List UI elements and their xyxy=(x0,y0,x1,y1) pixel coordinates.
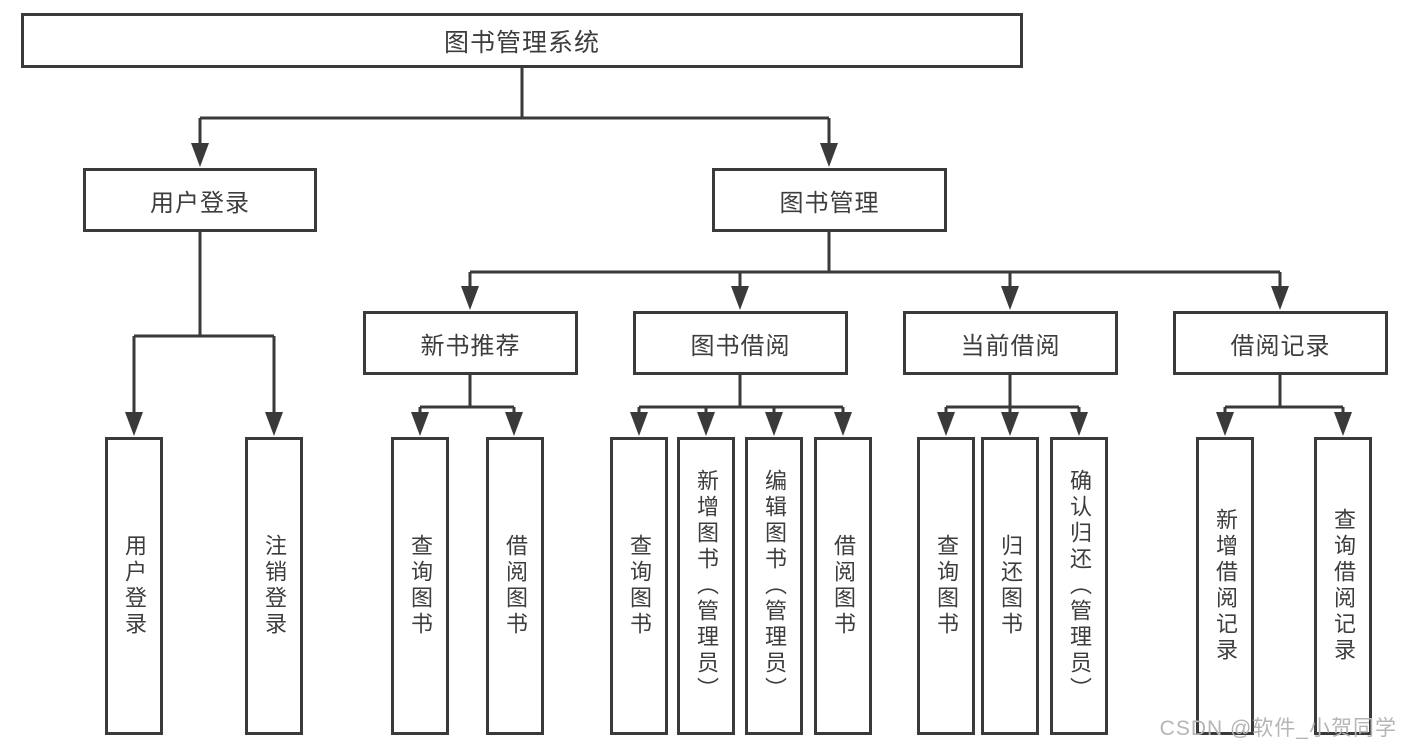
node-user-login-branch: 用户登录 xyxy=(83,168,317,232)
node-label: 图书借阅 xyxy=(690,332,791,360)
leaf-add-books-admin: 新增图书（管理员） xyxy=(677,437,735,735)
leaf-label: 注销登录 xyxy=(262,534,287,638)
csdn-watermark: CSDN @软件_小贺同学 xyxy=(1159,717,1397,740)
leaf-label: 归还图书 xyxy=(998,534,1023,638)
node-root: 图书管理系统 xyxy=(21,13,1023,68)
leaf-user-login: 用户登录 xyxy=(105,437,163,735)
node-book-management-branch: 图书管理 xyxy=(712,168,947,232)
leaf-return-books: 归还图书 xyxy=(981,437,1039,735)
node-current-borrow: 当前借阅 xyxy=(903,311,1118,375)
leaf-label: 用户登录 xyxy=(122,534,147,638)
leaf-query-books-recommend: 查询图书 xyxy=(391,437,449,735)
leaf-label: 查询图书 xyxy=(627,534,652,638)
node-root-label: 图书管理系统 xyxy=(443,28,600,57)
leaf-edit-books-admin: 编辑图书（管理员） xyxy=(745,437,803,735)
leaf-label: 查询图书 xyxy=(934,534,959,638)
node-label: 图书管理 xyxy=(779,189,880,217)
leaf-query-books-current: 查询图书 xyxy=(917,437,975,735)
leaf-query-books-borrow: 查询图书 xyxy=(610,437,668,735)
leaf-add-borrow-record: 新增借阅记录 xyxy=(1196,437,1254,735)
leaf-label: 查询借阅记录 xyxy=(1331,508,1356,664)
leaf-borrow-books-recommend: 借阅图书 xyxy=(486,437,544,735)
node-label: 借阅记录 xyxy=(1230,332,1331,360)
leaf-label: 查询图书 xyxy=(408,534,433,638)
leaf-label: 新增图书（管理员） xyxy=(694,469,719,703)
node-label: 用户登录 xyxy=(150,189,250,217)
node-label: 新书推荐 xyxy=(420,332,521,360)
node-label: 当前借阅 xyxy=(960,332,1061,360)
node-book-borrow: 图书借阅 xyxy=(633,311,848,375)
leaf-query-borrow-record: 查询借阅记录 xyxy=(1314,437,1372,735)
leaf-confirm-return-admin: 确认归还（管理员） xyxy=(1050,437,1108,735)
leaf-label: 编辑图书（管理员） xyxy=(762,469,787,703)
node-borrow-record: 借阅记录 xyxy=(1173,311,1388,375)
leaf-borrow-books: 借阅图书 xyxy=(814,437,872,735)
leaf-logout: 注销登录 xyxy=(245,437,303,735)
leaf-label: 借阅图书 xyxy=(831,534,856,638)
leaf-label: 确认归还（管理员） xyxy=(1067,469,1092,703)
node-new-book-recommend: 新书推荐 xyxy=(363,311,578,375)
arrowheads xyxy=(125,143,1352,436)
leaf-label: 新增借阅记录 xyxy=(1213,508,1238,664)
leaf-label: 借阅图书 xyxy=(503,534,528,638)
